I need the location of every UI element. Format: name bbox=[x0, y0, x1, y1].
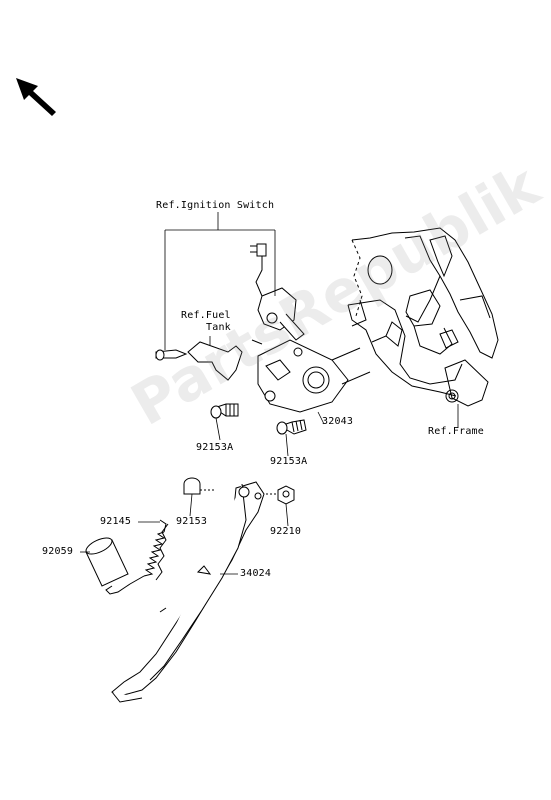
nut-92210 bbox=[266, 485, 295, 505]
fuel-tank-bracket bbox=[155, 341, 243, 381]
part-label-92145: 92145 bbox=[100, 516, 132, 527]
bolt-92153a-left bbox=[210, 403, 239, 419]
part-label-34024: 34024 bbox=[240, 568, 272, 579]
part-label-92059: 92059 bbox=[42, 546, 74, 557]
bolt-92153 bbox=[183, 477, 214, 495]
ref-frame-label: Ref.Frame bbox=[428, 426, 484, 437]
bolt-92153a-right bbox=[276, 419, 307, 435]
ref-ignition-switch-label: Ref.Ignition Switch bbox=[156, 200, 275, 211]
ref-fuel-tank-label-line1: Ref.Fuel bbox=[181, 310, 231, 321]
front-direction-arrow-icon bbox=[16, 78, 56, 116]
part-label-92153a-right: 92153A bbox=[270, 456, 308, 467]
ref-fuel-tank-label-line2: Tank bbox=[206, 322, 231, 333]
part-label-32043: 32043 bbox=[322, 416, 354, 427]
bracket-32043 bbox=[257, 339, 371, 413]
collar-92059 bbox=[85, 537, 129, 587]
part-label-92153a-left: 92153A bbox=[196, 442, 234, 453]
frame-outline bbox=[347, 227, 499, 407]
leader-lines bbox=[80, 212, 459, 575]
side-stand-34024 bbox=[111, 481, 265, 703]
part-label-92210: 92210 bbox=[270, 526, 302, 537]
sidestand-switch bbox=[250, 243, 305, 345]
spring-92145 bbox=[105, 519, 169, 595]
part-label-92153: 92153 bbox=[176, 516, 208, 527]
